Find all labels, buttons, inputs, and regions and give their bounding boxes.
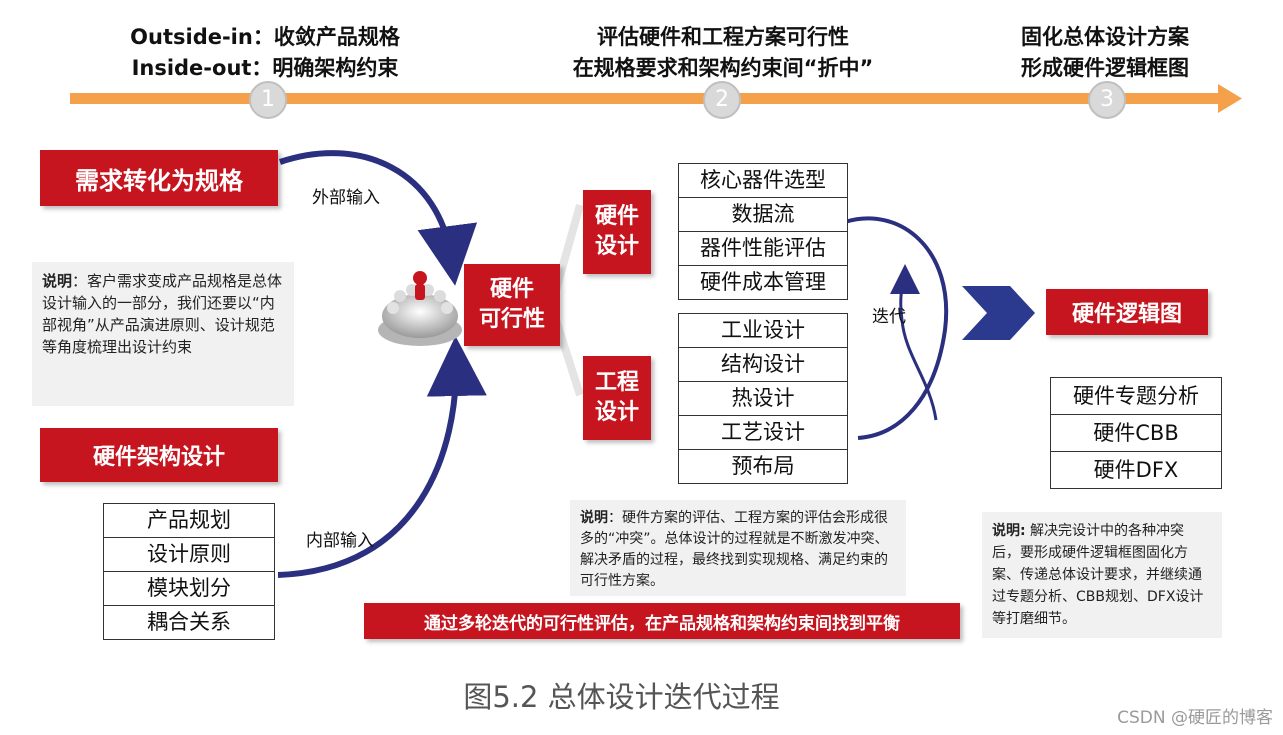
middle-note-body: ：硬件方案的评估、工程方案的评估会形成很多的“冲突”。总体设计的过程就是不断激发… [580,510,889,589]
phase-2-line2: 在规格要求和架构约束间“折中” [548,53,898,84]
architecture-items-list: 产品规划 设计原则 模块划分 耦合关系 [103,503,275,640]
eng-design-line2: 设计 [595,398,639,428]
hw-feasibility-line1: 硬件 [490,275,534,305]
list-item: 硬件CBB [1051,415,1221,452]
list-item: 数据流 [679,198,847,232]
phase-1-heading: Outside-in：收敛产品规格 Inside-out：明确架构约束 [110,22,420,84]
left-note-label: 说明 [42,272,72,290]
watermark: CSDN @硬匠的博客 [1117,703,1273,728]
list-item: 设计原则 [104,538,274,572]
list-item: 耦合关系 [104,606,274,639]
timeline-bar [70,93,1220,104]
hw-logic-diagram-box: 硬件逻辑图 [1046,289,1208,335]
step-1-marker: 1 [249,81,287,119]
requirement-to-spec-box: 需求转化为规格 [40,150,278,206]
hw-design-line1: 硬件 [595,202,639,232]
timeline-arrowhead [1218,84,1242,113]
list-item: 硬件DFX [1051,452,1221,488]
list-item: 结构设计 [679,348,847,382]
eng-design-items-list: 工业设计 结构设计 热设计 工艺设计 预布局 [678,313,848,484]
right-note: 说明: 解决完设计中的各种冲突后，要形成硬件逻辑框图固化方案、传递总体设计要求，… [982,512,1222,638]
figure-caption: 图5.2 总体设计迭代过程 [0,674,1243,716]
list-item: 硬件成本管理 [679,266,847,299]
iteration-arrow-left [901,276,936,420]
logic-items-list: 硬件专题分析 硬件CBB 硬件DFX [1050,377,1222,489]
balance-banner: 通过多轮迭代的可行性评估，在产品规格和架构约束间找到平衡 [364,603,960,639]
hw-architecture-box: 硬件架构设计 [40,428,278,482]
list-item: 核心器件选型 [679,164,847,198]
phase-3-line2: 形成硬件逻辑框图 [990,53,1220,84]
list-item: 产品规划 [104,504,274,538]
phase-3-heading: 固化总体设计方案 形成硬件逻辑框图 [990,22,1220,84]
list-item: 器件性能评估 [679,232,847,266]
list-item: 工业设计 [679,314,847,348]
phase-3-line1: 固化总体设计方案 [990,22,1220,53]
phase-1-line2: Inside-out：明确架构约束 [110,53,420,84]
phase-2-heading: 评估硬件和工程方案可行性 在规格要求和架构约束间“折中” [548,22,898,84]
external-input-label: 外部输入 [312,183,380,208]
list-item: 预布局 [679,450,847,483]
hw-feasibility-line2: 可行性 [479,305,545,335]
middle-note: 说明：硬件方案的评估、工程方案的评估会形成很多的“冲突”。总体设计的过程就是不断… [570,500,906,596]
phase-2-line1: 评估硬件和工程方案可行性 [548,22,898,53]
iteration-arrow-right [845,218,946,438]
list-item: 热设计 [679,382,847,416]
eng-design-box: 工程 设计 [583,356,651,440]
phase-1-line1: Outside-in：收敛产品规格 [110,22,420,53]
internal-input-label: 内部输入 [306,526,374,551]
hw-design-items-list: 核心器件选型 数据流 器件性能评估 硬件成本管理 [678,163,848,300]
result-chevron-arrow [962,286,1035,340]
list-item: 工艺设计 [679,416,847,450]
team-group-icon [378,271,462,346]
hw-design-box: 硬件 设计 [583,190,651,274]
step-3-marker: 3 [1088,81,1126,119]
list-item: 模块划分 [104,572,274,606]
hw-design-line2: 设计 [595,232,639,262]
list-item: 硬件专题分析 [1051,378,1221,415]
left-note: 说明：客户需求变成产品规格是总体设计输入的一部分，我们还要以“内部视角”从产品演… [32,262,294,406]
iteration-label: 迭代 [872,302,906,327]
left-note-body: ：客户需求变成产品规格是总体设计输入的一部分，我们还要以“内部视角”从产品演进原… [42,272,282,356]
step-2-marker: 2 [703,81,741,119]
hw-feasibility-box: 硬件 可行性 [464,264,560,346]
right-note-label: 说明: [992,523,1026,539]
eng-design-line1: 工程 [595,368,639,398]
middle-note-label: 说明 [580,510,608,526]
